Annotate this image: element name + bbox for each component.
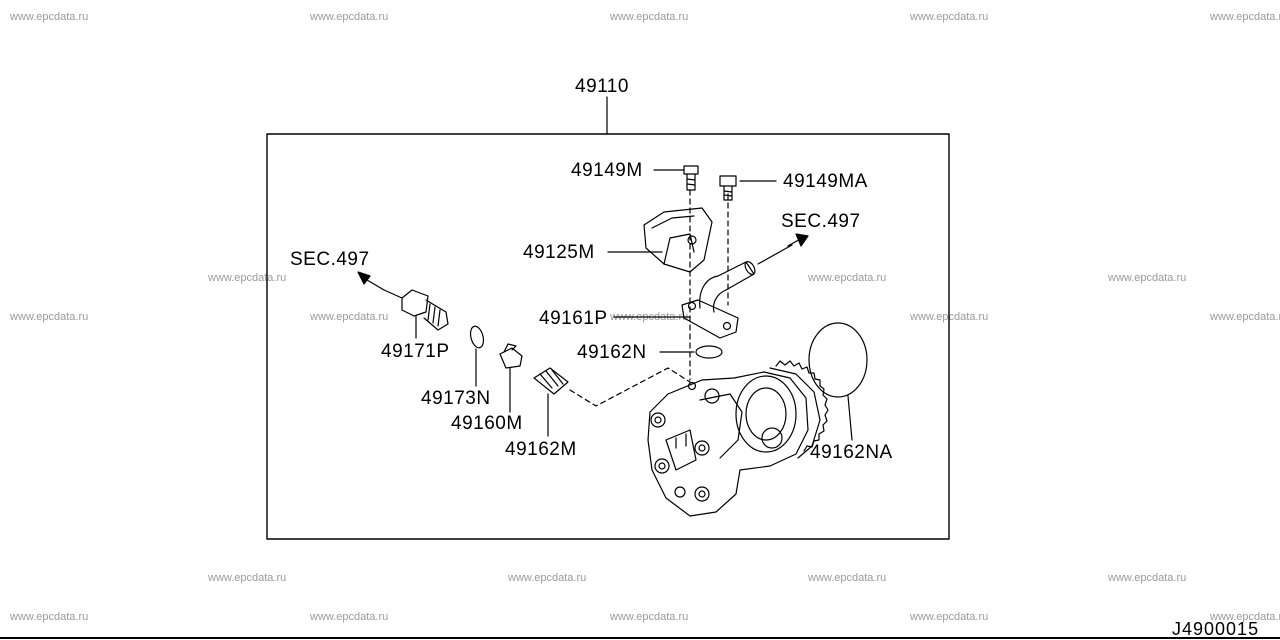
watermark: www.epcdata.ru bbox=[310, 311, 389, 323]
watermark: www.epcdata.ru bbox=[10, 311, 89, 323]
gasket-49162na-part bbox=[808, 322, 868, 441]
sec-right-arrow bbox=[787, 233, 809, 247]
gasket-49162na-label: 49162NA bbox=[810, 442, 893, 463]
bolt-49149m-label: 49149M bbox=[571, 160, 643, 181]
pipe-connector-part bbox=[613, 244, 793, 339]
union-bolt-part bbox=[357, 271, 449, 339]
watermark: www.epcdata.ru bbox=[1210, 611, 1280, 623]
watermark: www.epcdata.ru bbox=[808, 272, 887, 284]
gasket-49162n-part bbox=[659, 345, 723, 359]
pump-body-part bbox=[647, 360, 829, 517]
watermark: www.epcdata.ru bbox=[1210, 311, 1280, 323]
o-ring-part bbox=[469, 325, 485, 387]
watermark: www.epcdata.ru bbox=[808, 572, 887, 584]
bottom-rule bbox=[0, 637, 1280, 639]
assembly-number-label: 49110 bbox=[575, 76, 629, 97]
valve-label: 49160M bbox=[451, 413, 523, 434]
watermark: www.epcdata.ru bbox=[1108, 572, 1187, 584]
watermark: www.epcdata.ru bbox=[508, 572, 587, 584]
bolt-49149m-part bbox=[653, 165, 699, 191]
alignment-lines bbox=[569, 189, 729, 407]
gasket-49162n-label: 49162N bbox=[577, 342, 647, 363]
o-ring-label: 49173N bbox=[421, 388, 491, 409]
watermark: www.epcdata.ru bbox=[10, 11, 89, 23]
valve-part bbox=[499, 343, 523, 413]
spring-part bbox=[533, 367, 569, 437]
bracket-part bbox=[607, 207, 713, 273]
sec-left-label: SEC.497 bbox=[290, 249, 370, 270]
watermark: www.epcdata.ru bbox=[208, 572, 287, 584]
union-bolt-label: 49171P bbox=[381, 341, 450, 362]
assembly-frame bbox=[266, 133, 950, 540]
watermark: www.epcdata.ru bbox=[610, 11, 689, 23]
bracket-label: 49125M bbox=[523, 242, 595, 263]
watermark: www.epcdata.ru bbox=[1210, 11, 1280, 23]
bolt-49149ma-part bbox=[719, 175, 777, 201]
spring-label: 49162M bbox=[505, 439, 577, 460]
watermark: www.epcdata.ru bbox=[910, 11, 989, 23]
figure-id: J4900015 bbox=[1172, 619, 1260, 639]
watermark: www.epcdata.ru bbox=[310, 11, 389, 23]
pipe-connector-label: 49161P bbox=[539, 308, 608, 329]
sec-right-label: SEC.497 bbox=[781, 211, 861, 232]
watermark: www.epcdata.ru bbox=[910, 611, 989, 623]
watermark: www.epcdata.ru bbox=[1108, 272, 1187, 284]
bolt-49149ma-label: 49149MA bbox=[783, 171, 868, 192]
watermark: www.epcdata.ru bbox=[610, 611, 689, 623]
watermark: www.epcdata.ru bbox=[10, 611, 89, 623]
watermark: www.epcdata.ru bbox=[310, 611, 389, 623]
